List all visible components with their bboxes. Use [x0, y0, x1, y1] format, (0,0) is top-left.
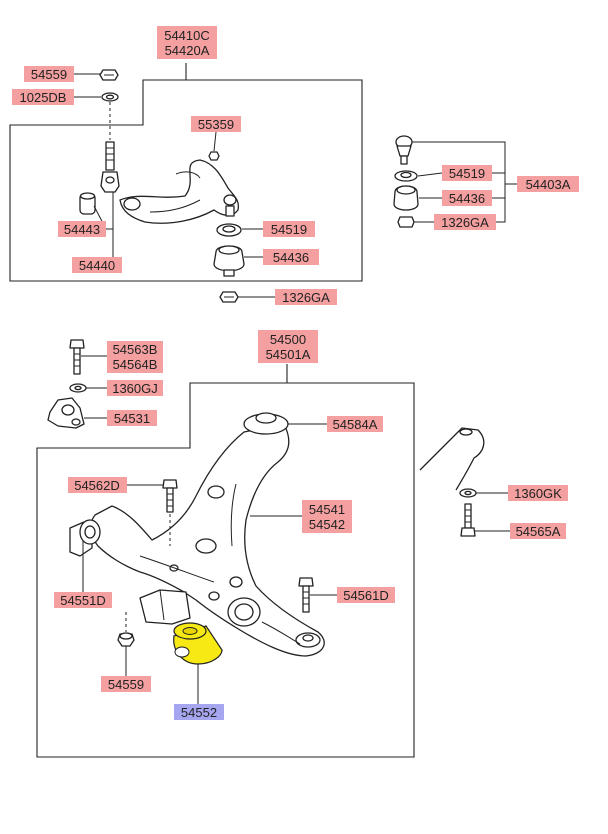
washer-1360gk — [459, 488, 477, 498]
label-box-54551d — [54, 592, 112, 608]
label-54403a[interactable]: 54403A — [526, 177, 571, 192]
washer-1360gj — [69, 383, 87, 393]
label-54501a[interactable]: 54501A — [266, 347, 311, 362]
label-1360gk[interactable]: 1360GK — [514, 486, 562, 501]
lower-arm-assembly-frame — [36, 364, 415, 758]
label-box-54552 — [174, 704, 224, 720]
label-1326ga-right[interactable]: 1326GA — [441, 215, 489, 230]
boot-54436-top — [213, 245, 245, 277]
label-54551d[interactable]: 54551D — [60, 593, 106, 608]
label-box-54584a — [327, 416, 383, 432]
label-54564b[interactable]: 54564B — [113, 357, 158, 372]
label-box-54559-top — [24, 66, 74, 82]
bushing-54443 — [79, 192, 96, 215]
washer-54519-top — [216, 223, 242, 237]
label-box-54531 — [107, 410, 157, 426]
label-54519-right[interactable]: 54519 — [449, 166, 485, 181]
label-1326ga-mid[interactable]: 1326GA — [282, 290, 330, 305]
label-54565a[interactable]: 54565A — [516, 524, 561, 539]
label-55359[interactable]: 55359 — [198, 117, 234, 132]
label-54542[interactable]: 54542 — [309, 517, 345, 532]
lower-arm-partial-right — [419, 427, 485, 491]
nut-1326ga-mid — [219, 291, 239, 303]
lower-control-arm — [69, 412, 325, 657]
label-box-54519-right — [442, 165, 492, 181]
label-54420a[interactable]: 54420A — [165, 43, 210, 58]
label-box-1326ga-right — [434, 214, 496, 230]
label-box-54561d — [337, 587, 395, 603]
label-box-54410c — [157, 26, 217, 59]
washer-1025db — [101, 92, 119, 102]
label-54559-bottom[interactable]: 54559 — [108, 677, 144, 692]
label-54440[interactable]: 54440 — [79, 258, 115, 273]
label-box-55359 — [191, 116, 241, 132]
label-box-54562d — [68, 477, 127, 493]
label-54563b[interactable]: 54563B — [113, 342, 158, 357]
upper-arm-assembly-frame — [9, 63, 363, 282]
label-box-54519-top — [263, 221, 315, 237]
bolt-54565a — [460, 503, 476, 537]
nut-54559-bottom — [117, 632, 135, 647]
label-54436-top[interactable]: 54436 — [273, 250, 309, 265]
label-54443[interactable]: 54443 — [64, 222, 100, 237]
bolt-54561d — [298, 577, 314, 613]
label-54519-top[interactable]: 54519 — [271, 222, 307, 237]
label-54552[interactable]: 54552 — [181, 705, 217, 720]
label-box-1360gj — [107, 380, 163, 396]
bracket-54531 — [47, 397, 85, 429]
label-54562d[interactable]: 54562D — [74, 478, 120, 493]
label-box-54541 — [302, 500, 352, 533]
label-box-54440 — [72, 257, 122, 273]
label-54531[interactable]: 54531 — [114, 411, 150, 426]
ball-stud-54403a — [395, 135, 413, 165]
label-54436-right[interactable]: 54436 — [449, 191, 485, 206]
label-54541[interactable]: 54541 — [309, 502, 345, 517]
bushing-54552-highlighted — [173, 622, 223, 665]
label-box-54565a — [510, 523, 566, 539]
nut-54559-top — [99, 69, 119, 81]
label-54559-top[interactable]: 54559 — [31, 67, 67, 82]
label-54584a[interactable]: 54584A — [333, 417, 378, 432]
label-54500[interactable]: 54500 — [270, 332, 306, 347]
nut-55359 — [208, 151, 220, 161]
bolt-54563b — [69, 339, 85, 375]
label-box-1025db — [12, 89, 74, 105]
label-box-1360gk — [508, 485, 568, 501]
label-box-54500 — [258, 330, 318, 363]
nut-1326ga-right — [397, 216, 415, 228]
label-box-54559-bottom — [101, 676, 151, 692]
boot-54436-right — [393, 185, 419, 211]
label-box-54563b — [107, 341, 163, 373]
label-box-54443 — [58, 221, 106, 237]
label-box-54403a — [517, 176, 579, 192]
bolt-54562d — [162, 479, 178, 513]
label-1025db[interactable]: 1025DB — [20, 90, 67, 105]
leader-lines — [74, 73, 517, 704]
label-54410c[interactable]: 54410C — [164, 28, 210, 43]
label-1360gj[interactable]: 1360GJ — [112, 381, 158, 396]
bolt-upper-arm — [100, 141, 120, 193]
label-54561d[interactable]: 54561D — [343, 588, 389, 603]
label-box-54436-right — [442, 190, 492, 206]
label-box-54436-top — [263, 249, 319, 265]
label-box-1326ga-mid — [275, 289, 337, 305]
washer-54519-right — [394, 170, 418, 182]
upper-control-arm — [119, 159, 240, 224]
